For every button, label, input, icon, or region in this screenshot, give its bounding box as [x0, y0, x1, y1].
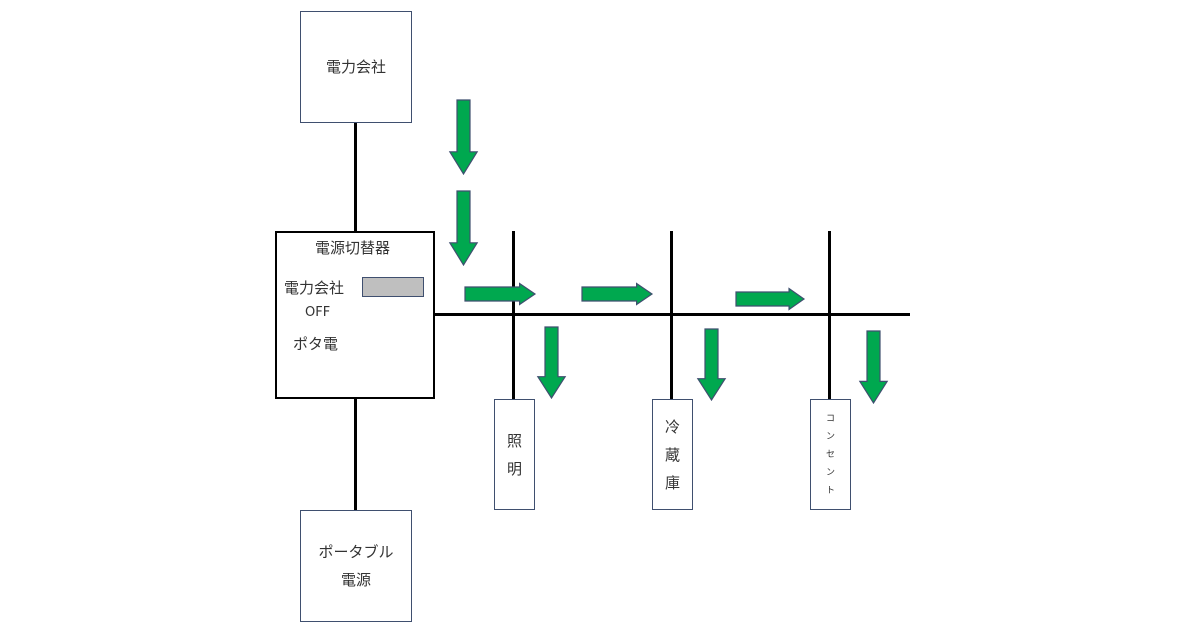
portable-power-label-1: ポータブル — [318, 543, 394, 561]
load-outlet-char: セ — [825, 449, 835, 460]
load-outlet-char: コ — [825, 413, 835, 424]
load-lighting-char: 照 — [506, 431, 522, 450]
switch-option-portable[interactable]: ポタ電 — [293, 335, 339, 353]
load-down-arrow — [858, 330, 889, 405]
bus-right-arrow — [735, 287, 806, 311]
switch-selector-indicator[interactable] — [362, 277, 424, 297]
bus-right-arrow — [464, 282, 537, 306]
switch-title: 電源切替器 — [315, 239, 391, 257]
switch-option-utility[interactable]: 電力会社 — [284, 279, 345, 297]
load-refrigerator-char: 蔵 — [664, 445, 680, 464]
bus-right-arrow — [581, 282, 654, 306]
load-outlet-char: ン — [825, 467, 835, 478]
load-outlet-char: ン — [825, 431, 835, 442]
portable-wire — [354, 399, 357, 510]
load-outlet-char: ト — [825, 485, 835, 496]
branch-refrigerator — [670, 231, 673, 399]
utility-company-box: 電力会社 — [300, 11, 412, 123]
power-switch-box: 電源切替器 電力会社 OFF ポタ電 — [275, 231, 435, 399]
load-refrigerator-box: 冷 蔵 庫 — [652, 399, 693, 510]
branch-lighting — [512, 231, 515, 399]
load-refrigerator-char: 庫 — [664, 473, 680, 492]
switch-option-off[interactable]: OFF — [305, 305, 331, 320]
load-lighting-box: 照 明 — [494, 399, 535, 510]
supply-down-arrow — [448, 190, 479, 267]
load-outlet-box: コ ン セ ン ト — [810, 399, 851, 510]
load-down-arrow — [696, 328, 727, 402]
branch-outlet — [828, 231, 831, 399]
utility-wire — [354, 123, 357, 231]
load-lighting-char: 明 — [506, 459, 522, 478]
portable-power-box: ポータブル 電源 — [300, 510, 412, 622]
utility-company-label: 電力会社 — [325, 58, 386, 76]
load-down-arrow — [536, 326, 567, 400]
supply-down-arrow — [448, 99, 479, 176]
load-refrigerator-char: 冷 — [664, 417, 680, 436]
portable-power-label-2: 電源 — [340, 571, 371, 589]
